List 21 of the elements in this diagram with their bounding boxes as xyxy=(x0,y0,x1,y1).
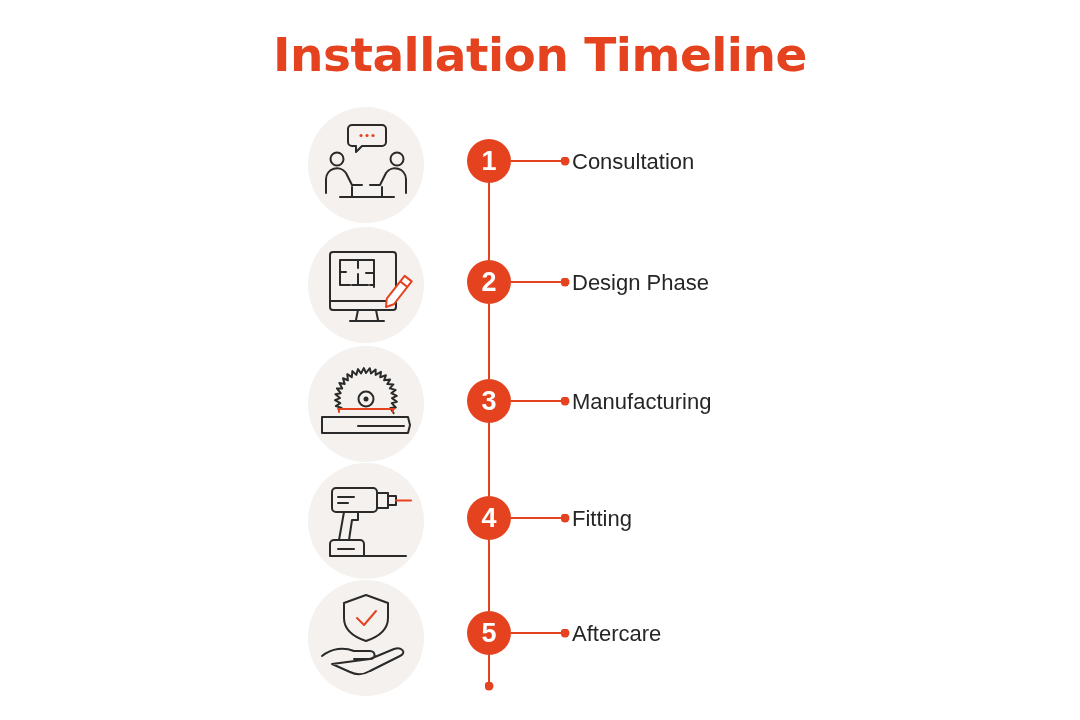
step-number-badge: 2 xyxy=(467,260,511,304)
connector-line xyxy=(488,422,490,497)
connector-line xyxy=(510,628,570,638)
connector-line xyxy=(510,277,570,287)
connector-line xyxy=(510,396,570,406)
step-label: Design Phase xyxy=(572,270,709,296)
connector-line xyxy=(488,182,490,261)
step-label: Fitting xyxy=(572,506,632,532)
title: Installation Timeline xyxy=(273,27,807,83)
step-number-badge: 1 xyxy=(467,139,511,183)
connector-line xyxy=(488,303,490,380)
connector-line xyxy=(510,156,570,166)
step-number-badge: 4 xyxy=(467,496,511,540)
step-label: Aftercare xyxy=(572,621,662,647)
connector-line xyxy=(484,654,494,691)
step-number-badge: 3 xyxy=(467,379,511,423)
step-label: Manufacturing xyxy=(572,389,712,415)
step-number-badge: 5 xyxy=(467,611,511,655)
connector-line xyxy=(488,539,490,612)
step-label: Consultation xyxy=(572,149,695,175)
connector-line xyxy=(510,513,570,523)
